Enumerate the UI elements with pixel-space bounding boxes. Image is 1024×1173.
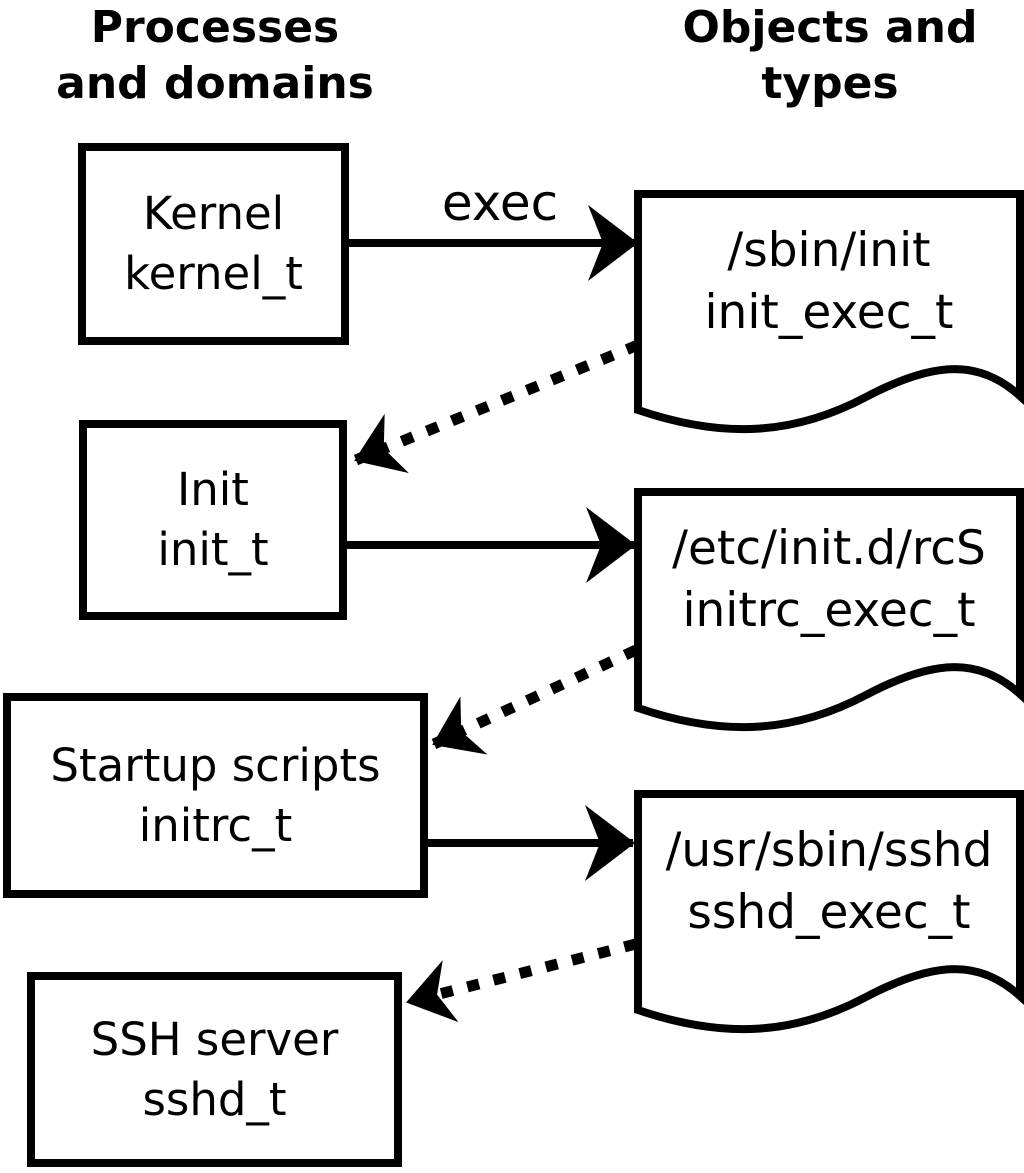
document-shape-icon bbox=[634, 790, 1024, 1034]
process-domain: kernel_t bbox=[124, 247, 303, 300]
object-type: initrc_exec_t bbox=[682, 583, 976, 638]
process-domain: initrc_t bbox=[138, 798, 293, 852]
document-shape-icon bbox=[634, 488, 1024, 732]
object-doc-sbin-init: /sbin/init init_exec_t bbox=[634, 190, 1024, 442]
column-header-objects: Objects and types bbox=[635, 0, 1024, 112]
column-header-processes: Processes and domains bbox=[20, 0, 410, 112]
process-box-startup-scripts: Startup scripts initrc_t bbox=[3, 693, 428, 898]
process-box-kernel: Kernel kernel_t bbox=[78, 143, 349, 345]
transition-arrow-sshd-exec-to-sshd bbox=[406, 938, 638, 1023]
object-path: /etc/init.d/rcS bbox=[672, 521, 986, 576]
process-domain: init_t bbox=[157, 523, 269, 576]
header-line: Processes bbox=[90, 2, 340, 53]
process-name: Startup scripts bbox=[50, 738, 381, 792]
object-path: /sbin/init bbox=[727, 223, 931, 278]
transition-arrow-sbin-init-to-init bbox=[353, 339, 641, 474]
header-line: Objects and bbox=[682, 2, 978, 53]
process-name: Kernel bbox=[142, 187, 285, 240]
process-name: SSH server bbox=[90, 1012, 339, 1066]
header-line: and domains bbox=[56, 58, 374, 109]
process-box-ssh-server: SSH server sshd_t bbox=[27, 972, 402, 1167]
process-name: Init bbox=[177, 463, 249, 516]
edge-label-exec: exec bbox=[441, 174, 559, 232]
process-domain: sshd_t bbox=[142, 1072, 287, 1126]
header-line: types bbox=[761, 58, 899, 109]
process-box-init: Init init_t bbox=[79, 420, 347, 620]
transition-arrow-rcs-to-initrc bbox=[431, 645, 639, 755]
object-doc-usr-sbin-sshd: /usr/sbin/sshd sshd_exec_t bbox=[634, 790, 1024, 1042]
object-doc-etc-init-d-rcs: /etc/init.d/rcS initrc_exec_t bbox=[634, 488, 1024, 740]
object-path: /usr/sbin/sshd bbox=[665, 823, 993, 878]
document-shape-icon bbox=[634, 190, 1024, 434]
object-type: sshd_exec_t bbox=[687, 885, 971, 940]
object-type: init_exec_t bbox=[704, 285, 954, 340]
